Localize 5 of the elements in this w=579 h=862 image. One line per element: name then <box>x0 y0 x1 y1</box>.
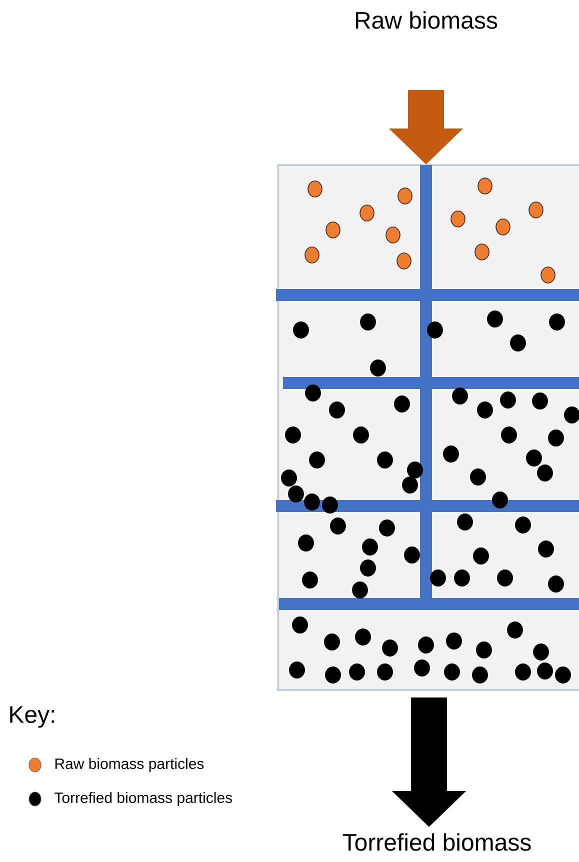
caption-text: Raw biomass <box>356 11 498 29</box>
caption-text: Torrefied biomass <box>342 833 531 851</box>
legend-text: Torrefied biomass particles <box>54 792 232 806</box>
key-heading: Key: <box>10 706 54 728</box>
legend-text: Raw biomass particles <box>55 758 204 772</box>
